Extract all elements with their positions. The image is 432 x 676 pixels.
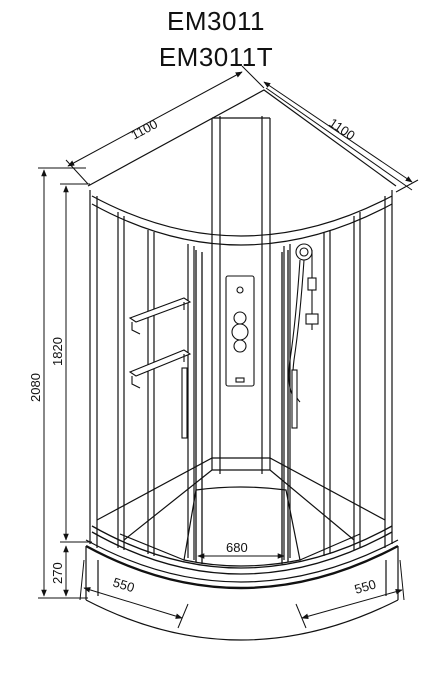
tray-dimension-lines: [79, 553, 405, 629]
vertical-dimension-lines: [38, 167, 92, 599]
dim-tray-side-left: 550: [111, 575, 136, 596]
top-dimension-lines: [65, 65, 419, 193]
dim-tray-height: 270: [50, 562, 65, 584]
dim-total-height: 2080: [28, 373, 43, 402]
front-doors: [91, 250, 393, 575]
dim-tray-side-right: 550: [353, 576, 378, 596]
cabin-frame: [87, 89, 397, 567]
model-name-secondary: EM3011T: [158, 42, 274, 72]
control-panel: [225, 275, 255, 387]
model-name-primary: EM3011: [167, 6, 265, 36]
shower-set: [288, 243, 319, 429]
dim-width-left: 1100: [128, 116, 160, 142]
dim-door-opening: 680: [226, 540, 248, 555]
dim-cabin-height: 1820: [50, 337, 65, 366]
shelves: [128, 297, 192, 439]
